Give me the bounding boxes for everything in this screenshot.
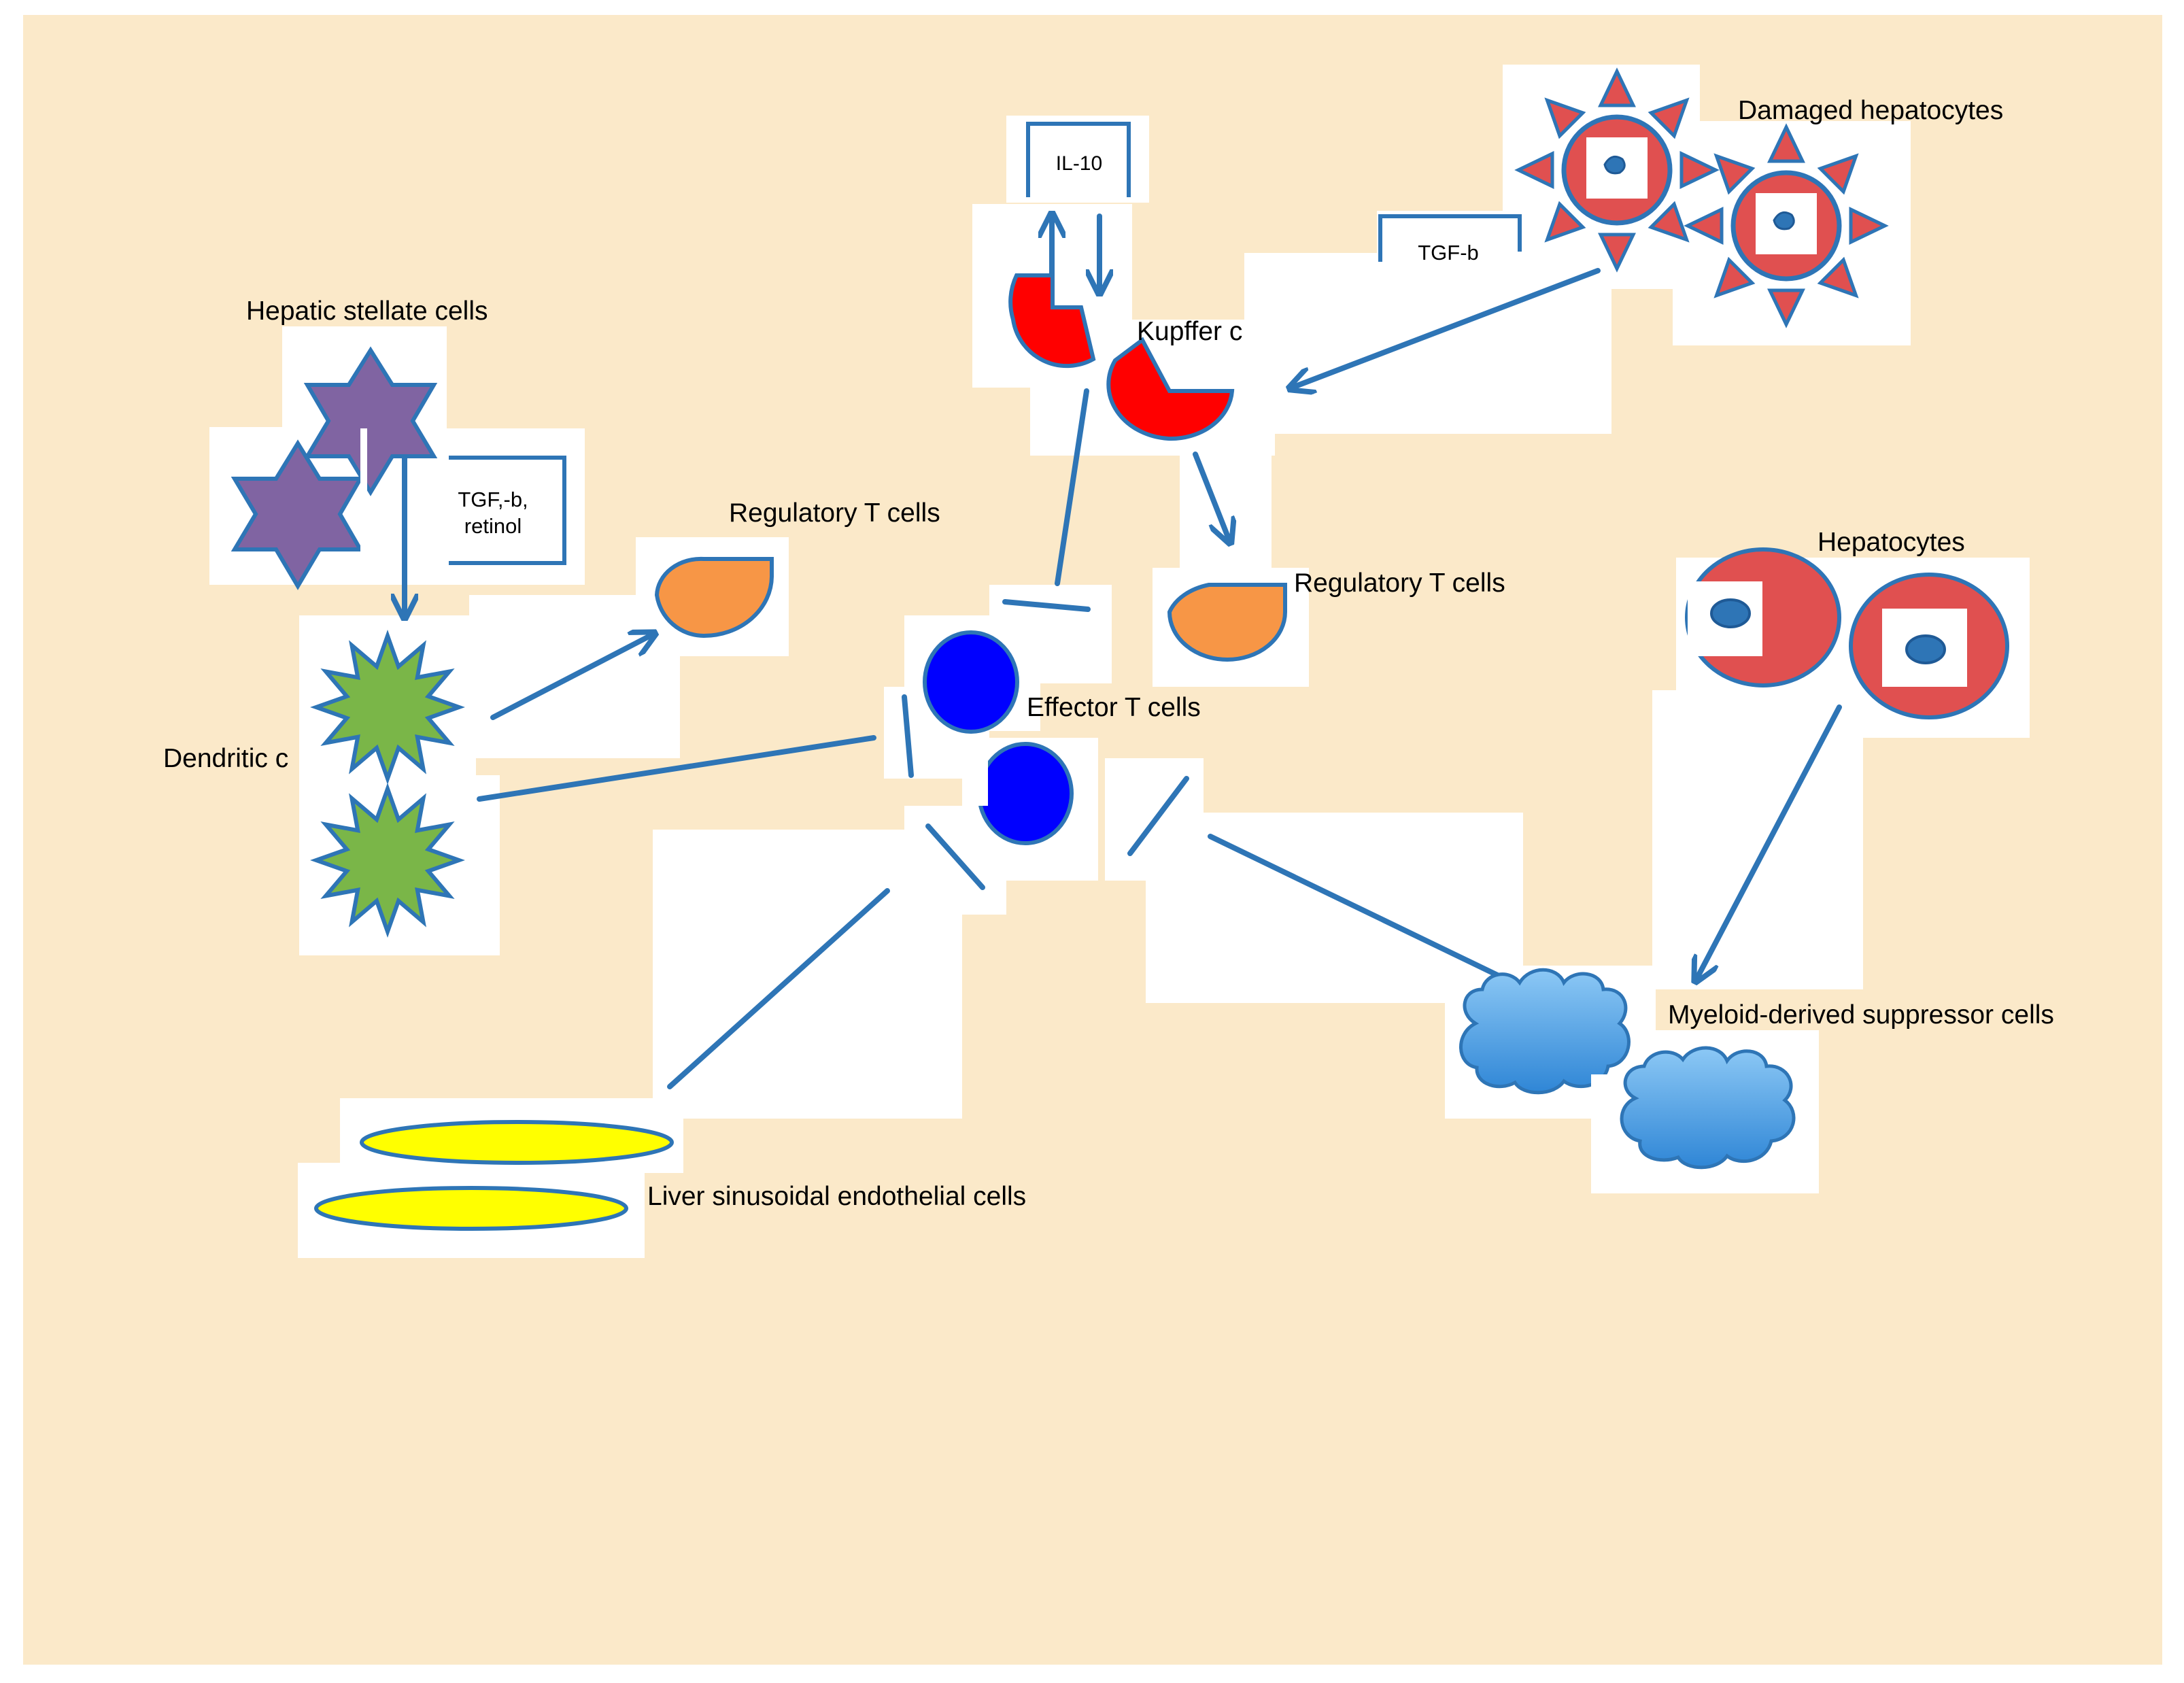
damaged-spike (1713, 153, 1756, 195)
tgf-retinol-label-1: TGF,-b, (458, 488, 528, 511)
label-hepatocytes: Hepatocytes (1818, 528, 1965, 557)
dendritic-cell-2 (310, 783, 465, 938)
lsec-cell-2 (314, 1186, 628, 1231)
mdsc-cloud-1 (1459, 968, 1631, 1095)
connectors (405, 216, 1842, 1089)
arrow-hepatocytes-to-mdsc (1696, 704, 1842, 979)
effector-t-cell-2 (962, 738, 1074, 845)
mdsc-2-patch (1591, 1074, 1618, 1115)
hepatocyte-nucleus-2 (1905, 634, 1946, 664)
effector-circle-2 (977, 742, 1074, 845)
tgf-retinol-box-outline (449, 456, 566, 565)
effector-2-patch (962, 738, 988, 806)
line-dendritic-to-effector (477, 735, 876, 802)
mdsc-cell-2 (1591, 1046, 1796, 1170)
tgf-retinol-box: TGF,-b, retinol (449, 456, 566, 565)
damaged-spike (1598, 233, 1636, 273)
label-effector-t: Effector T cells (1027, 693, 1201, 722)
damaged-spike (1849, 207, 1889, 245)
mdsc-cell-1 (1459, 968, 1631, 1095)
damaged-spike (1679, 151, 1720, 189)
stellate-patch-cover (360, 428, 367, 585)
treg-left-shape (654, 556, 774, 639)
mdsc-cloud-2 (1620, 1046, 1796, 1170)
dendritic-burst-1 (310, 630, 465, 785)
label-hepatic-stellate: Hepatic stellate cells (246, 296, 488, 326)
line-kupffer-to-effector (1055, 388, 1089, 586)
label-lsec: Liver sinusoidal endothelial cells (647, 1182, 1026, 1211)
lsec-ellipse-2 (314, 1186, 628, 1231)
regulatory-t-cell-right (1167, 583, 1287, 662)
patch-hepatocytes-line (1652, 690, 1863, 989)
damaged-spike (1648, 201, 1690, 243)
hepatocyte-nucleus-1 (1710, 598, 1751, 628)
il10-label: IL-10 (1056, 152, 1102, 175)
hepatocyte-1 (1685, 547, 1841, 687)
kupffer-cell-1 (1008, 273, 1096, 369)
dendritic-cell-1 (310, 630, 465, 785)
kupffer-shape-2 (1106, 337, 1235, 441)
tbar-mdsc (1127, 776, 1189, 856)
damaged-spike (1767, 123, 1805, 163)
kupffer-shape-1 (1008, 273, 1096, 369)
lsec-cell-1 (360, 1120, 674, 1165)
damaged-spike (1544, 201, 1586, 243)
label-kupffer: Kupffer c (1137, 317, 1242, 346)
effector-circle-1 (923, 630, 1019, 734)
damaged-spike (1817, 153, 1859, 195)
tgf-retinol-label-2: retinol (464, 514, 522, 538)
arrow-dendritic-to-treg (490, 634, 653, 720)
stellate-star-1 (303, 346, 438, 496)
patch-lsec-line (653, 830, 962, 1119)
il10-box-outline (1026, 122, 1131, 197)
label-damaged-hepatocytes: Damaged hepatocytes (1738, 96, 2003, 125)
tbar-dendritic (902, 694, 914, 778)
label-regulatory-t-right: Regulatory T cells (1294, 568, 1505, 598)
label-dendritic: Dendritic c (163, 744, 288, 773)
effector-t-cell-1 (923, 630, 1019, 734)
tgf-top-label: TGF-b (1418, 241, 1479, 265)
damaged-hepatocyte-2 (1684, 123, 1889, 328)
label-mdsc: Myeloid-derived suppressor cells (1668, 1000, 2054, 1030)
il10-box: IL-10 (1026, 122, 1131, 197)
damaged-spike (1817, 256, 1859, 299)
tgf-top-box: TGF-b (1378, 214, 1522, 265)
lsec-ellipse-1 (360, 1120, 674, 1165)
arrow-damaged-to-kupffer (1292, 268, 1601, 388)
damaged-spike (1514, 151, 1554, 189)
tgf-top-box-outline (1378, 214, 1522, 262)
hepatocyte-2 (1849, 573, 2009, 719)
damaged-nucleus (1603, 155, 1626, 175)
damaged-nucleus (1773, 211, 1795, 231)
damaged-spike (1648, 97, 1690, 139)
labels: Hepatic stellate cells Regulatory T cell… (163, 96, 2054, 1211)
damaged-spike (1684, 207, 1724, 245)
tbar-kupffer (1002, 599, 1091, 612)
arrow-kupffer-to-treg (1193, 452, 1229, 541)
damaged-spike (1598, 67, 1636, 107)
damaged-spike (1767, 288, 1805, 328)
kupffer-cell-2 (1106, 337, 1235, 441)
hepatic-stellate-cell-1 (303, 346, 438, 496)
line-mdsc-to-effector (1208, 834, 1516, 985)
treg-right-shape (1167, 583, 1287, 662)
damaged-hepatocyte-1 (1514, 67, 1720, 273)
dendritic-burst-2 (310, 783, 465, 938)
regulatory-t-cell-left (654, 556, 774, 639)
tbar-lsec (925, 823, 985, 890)
damaged-spike (1544, 97, 1586, 139)
line-lsec-to-effector (667, 888, 890, 1089)
damaged-spike (1713, 256, 1756, 299)
label-regulatory-t-left: Regulatory T cells (729, 498, 940, 528)
